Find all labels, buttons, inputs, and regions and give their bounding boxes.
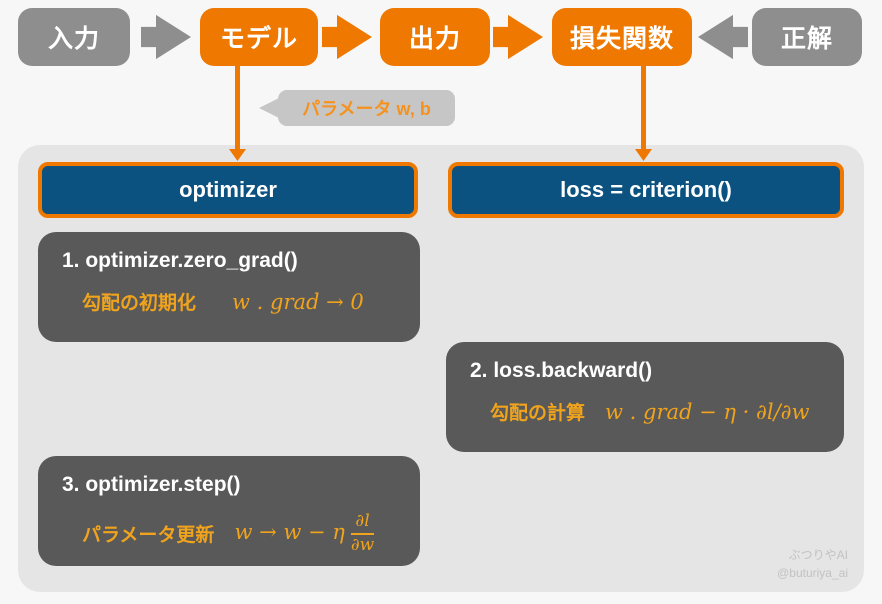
flow-node-model: モデル	[200, 8, 318, 66]
flow-node-output-label: 出力	[408, 25, 461, 53]
watermark: ぶつりやAI @buturiya_ai	[777, 546, 848, 582]
flow-node-input: 入力	[18, 8, 130, 66]
watermark-name: ぶつりやAI	[788, 548, 848, 562]
arrow-left-icon	[698, 14, 748, 60]
speech-bubble-parameters: パラメータ w, b	[278, 90, 455, 126]
step-label: 勾配の計算	[490, 403, 586, 424]
step-title: 2. loss.backward()	[470, 359, 653, 382]
flow-node-input-label: 入力	[47, 25, 100, 53]
flow-node-output: 出力	[380, 8, 490, 66]
fraction-denominator: ∂w	[350, 534, 375, 555]
arrow-right-icon	[322, 14, 372, 60]
flow-node-model-label: モデル	[219, 25, 298, 53]
connector-model-to-optimizer	[235, 64, 240, 150]
step-title: 3. optimizer.step()	[62, 473, 241, 496]
optimizer-header-label: optimizer	[179, 177, 277, 202]
flow-node-loss-label: 損失関数	[569, 25, 674, 53]
step-formula: w . grad → 0	[232, 289, 364, 314]
optimizer-header-box: optimizer	[38, 162, 418, 218]
fraction: ∂l∂w	[350, 511, 375, 555]
arrow-right-icon	[493, 14, 543, 60]
step-backward-box: 2. loss.backward() 勾配の計算 w . grad − η · …	[446, 342, 844, 452]
step-title: 1. optimizer.zero_grad()	[62, 249, 298, 272]
step-zero-grad-box: 1. optimizer.zero_grad() 勾配の初期化 w . grad…	[38, 232, 420, 342]
speech-bubble-text: パラメータ w, b	[302, 99, 431, 119]
criterion-header-label: loss = criterion()	[560, 177, 732, 202]
flow-node-truth-label: 正解	[780, 25, 833, 53]
step-formula: w . grad − η · ∂l/∂w	[605, 399, 810, 424]
flow-node-ground-truth: 正解	[752, 8, 862, 66]
fraction-numerator: ∂l	[350, 511, 375, 535]
connector-loss-to-criterion	[641, 64, 646, 150]
step-label: パラメータ更新	[82, 525, 215, 547]
arrow-right-icon	[141, 14, 191, 60]
step-optimizer-step-box: 3. optimizer.step() パラメータ更新 w → w − η∂l∂…	[38, 456, 420, 566]
speech-bubble-tail	[259, 98, 279, 118]
criterion-header-box: loss = criterion()	[448, 162, 844, 218]
step-formula: w → w − η∂l∂w	[234, 511, 375, 555]
flow-node-loss-function: 損失関数	[552, 8, 692, 66]
step-formula-prefix: w → w − η	[234, 520, 345, 545]
step-label: 勾配の初期化	[82, 293, 197, 314]
watermark-handle: @buturiya_ai	[777, 566, 848, 580]
